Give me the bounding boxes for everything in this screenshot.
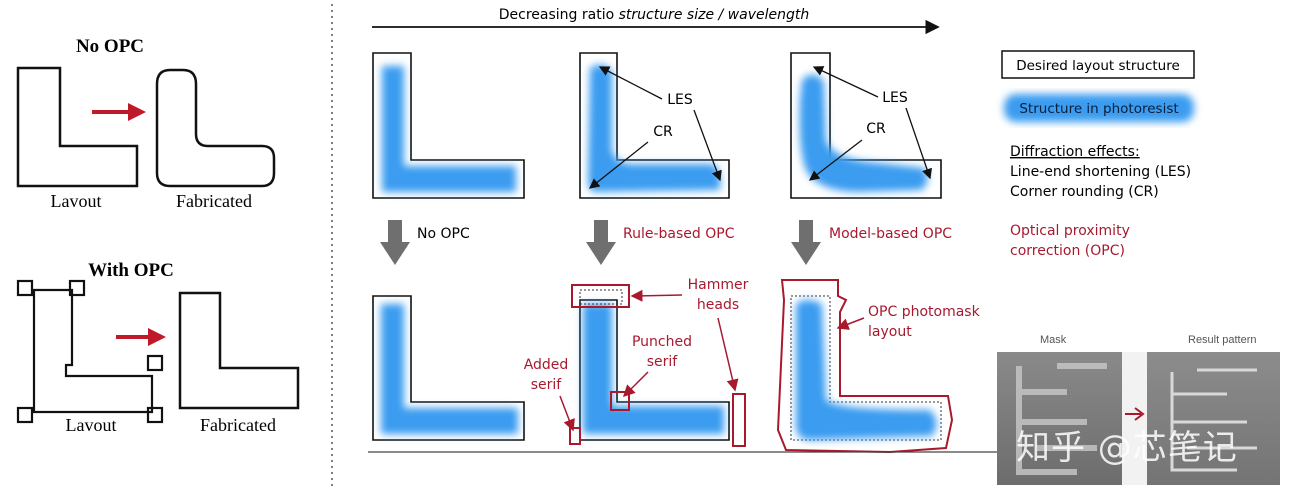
punched-serif-arrow xyxy=(622,371,649,398)
left-panel: No OPC Lavout Fabricated With OPC Lavout… xyxy=(16,36,300,435)
down-arrow-icon xyxy=(586,220,616,265)
with-opc-layout-shape xyxy=(16,279,164,424)
opc-legend-1: Optical proximity xyxy=(1010,223,1130,239)
with-opc-layout-label: Lavout xyxy=(66,415,117,435)
red-arrow-icon xyxy=(92,103,146,121)
no-opc-caption: No OPC xyxy=(417,226,470,242)
hammer-heads-arrow xyxy=(630,289,683,302)
cr-legend: Corner rounding (CR) xyxy=(1010,184,1159,200)
model-based-opc-caption: Model-based OPC xyxy=(829,226,952,242)
cr-label-2: CR xyxy=(653,124,673,140)
cr-arrow xyxy=(588,141,649,189)
no-opc-fabricated-shape xyxy=(155,68,276,188)
sem-photo xyxy=(997,352,1280,485)
down-arrow-icon xyxy=(380,220,410,265)
red-arrow-icon xyxy=(116,328,166,346)
no-opc-fabricated-label: Fabricated xyxy=(176,191,252,211)
with-opc-fabricated-label: Fabricated xyxy=(200,415,276,435)
desired-layout-label: Desired layout structure xyxy=(1016,58,1180,74)
les-arrow xyxy=(812,66,879,98)
hammer-heads-arrow xyxy=(717,317,739,392)
right-panel: Decreasing ratio structure size / wavele… xyxy=(368,7,997,454)
photo-gap xyxy=(1122,352,1147,485)
opc-photomask-arrow xyxy=(836,317,865,330)
les-arrow xyxy=(598,66,663,100)
les-label-3: LES xyxy=(882,90,908,106)
mask-label: Mask xyxy=(1040,334,1067,346)
les-label-2: LES xyxy=(667,92,693,108)
diffraction-title: Diffraction effects: xyxy=(1010,144,1140,160)
opc-legend-2: correction (OPC) xyxy=(1010,243,1125,259)
les-arrow xyxy=(693,109,722,182)
axis-label: Decreasing ratio structure size / wavele… xyxy=(499,7,809,23)
photoresist-label: Structure in photoresist xyxy=(1019,101,1178,117)
structure-2-bottom xyxy=(569,284,746,447)
sem-pattern-lines xyxy=(1016,363,1257,475)
structure-1-bottom xyxy=(372,295,525,441)
desired-layout-swatch xyxy=(1001,50,1195,79)
photoresist-swatch xyxy=(1004,94,1194,122)
down-arrow-icon xyxy=(791,220,821,265)
structure-3-bottom xyxy=(776,279,954,454)
no-opc-title: No OPC xyxy=(76,36,144,57)
les-legend: Line-end shortening (LES) xyxy=(1010,164,1191,180)
with-opc-title: With OPC xyxy=(88,260,174,281)
result-pattern-label: Result pattern xyxy=(1188,334,1257,346)
with-opc-fabricated-shape xyxy=(178,291,300,410)
legend: Desired layout structure Structure in ph… xyxy=(1001,50,1195,259)
watermark: 知乎 @芯笔记 xyxy=(1016,428,1238,468)
structure-1-top xyxy=(372,52,525,199)
no-opc-layout-shape xyxy=(16,66,139,188)
rule-based-opc-caption: Rule-based OPC xyxy=(623,226,735,242)
les-arrow xyxy=(905,107,932,180)
result-image xyxy=(1147,352,1280,485)
cr-arrow xyxy=(808,139,863,181)
no-opc-layout-label: Lavout xyxy=(51,191,102,211)
added-serif-arrow xyxy=(559,395,575,432)
cr-label-3: CR xyxy=(866,121,886,137)
